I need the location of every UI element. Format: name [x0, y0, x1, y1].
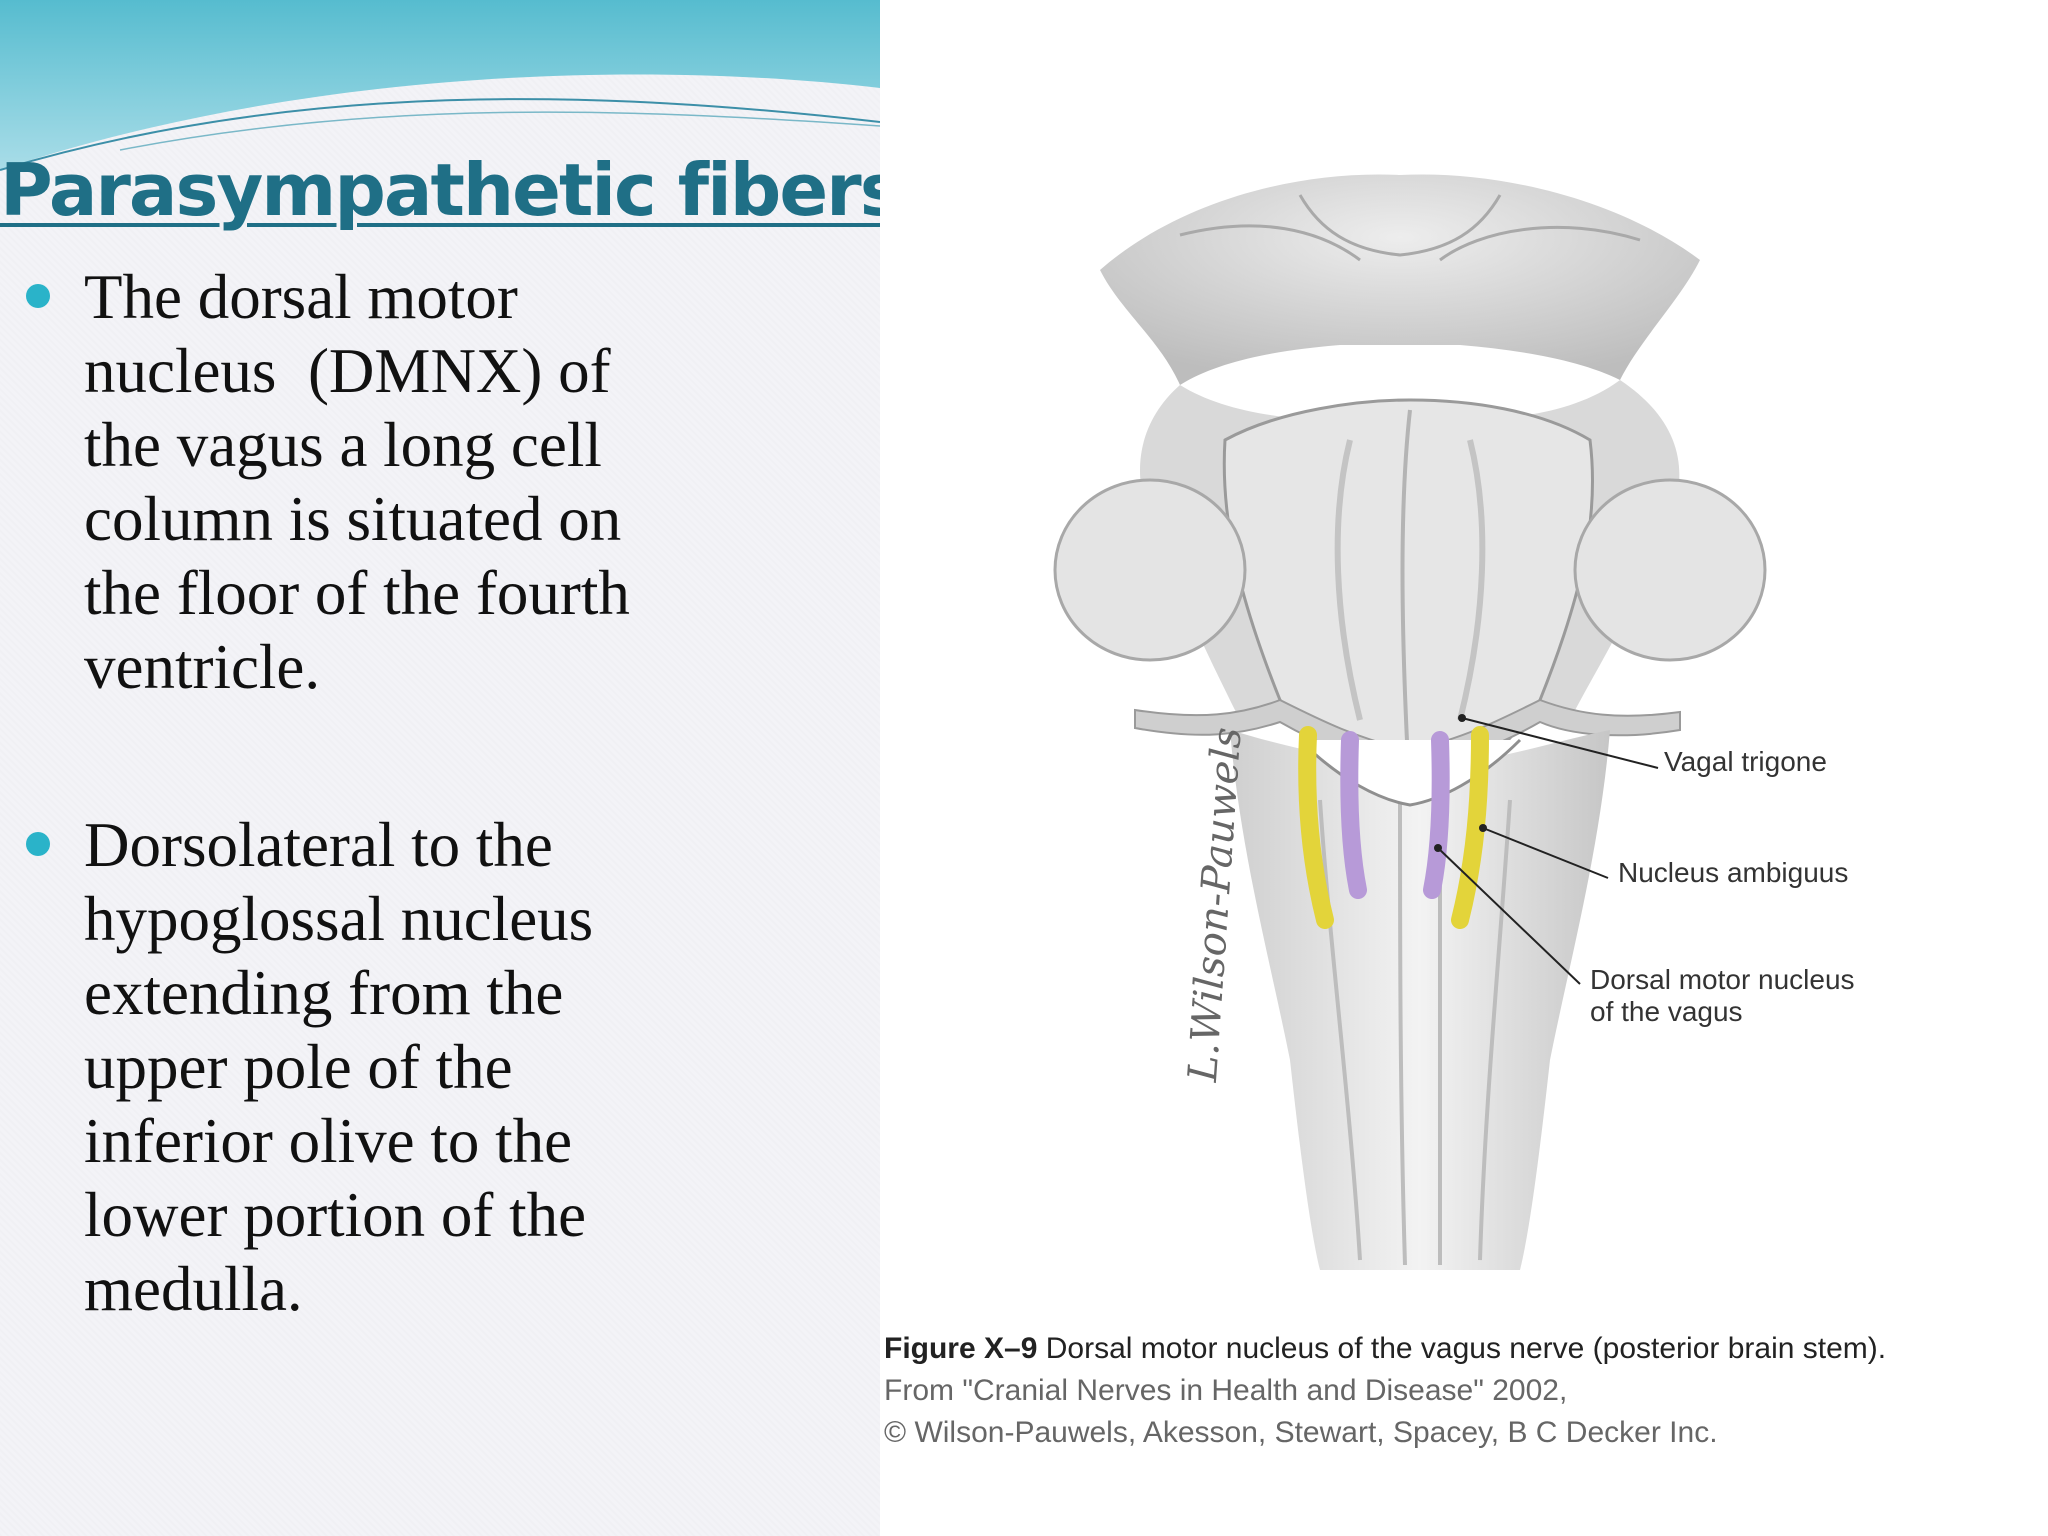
- medulla-region: [1230, 730, 1610, 1270]
- caption-figure-number: Figure X–9: [884, 1332, 1038, 1365]
- bullet-dorsolateral: Dorsolateral to the hypoglossal nucleus …: [26, 808, 864, 1326]
- bullet-dot-icon: [26, 832, 50, 856]
- bullet-line: The dorsal motor: [84, 262, 518, 332]
- midbrain-region: [1100, 174, 1700, 385]
- nucleus-ambiguus-right: [1451, 726, 1489, 929]
- caption-title-line: Figure X–9 Dorsal motor nucleus of the v…: [884, 1328, 1886, 1370]
- slide-title: Parasympathetic fibers: [0, 148, 903, 232]
- text-panel: Parasympathetic fibers The dorsal motor …: [0, 0, 903, 1536]
- label-nucleus-ambiguus: Nucleus ambiguus: [1618, 857, 1849, 888]
- bullet-line: extending from the: [84, 958, 564, 1028]
- left-peduncle-stump: [1053, 478, 1247, 662]
- nucleus-ambiguus-left: [1298, 726, 1334, 929]
- bullet-line: nucleus (DMNX) of: [84, 336, 611, 406]
- bullet-dot-icon: [26, 284, 50, 308]
- bullet-line: column is situated on: [84, 484, 622, 554]
- bullet-line: ventricle.: [84, 632, 321, 702]
- bullet-line: the vagus a long cell: [84, 410, 602, 480]
- right-peduncle-stump: [1573, 478, 1767, 662]
- bullet-line: medulla.: [84, 1254, 303, 1324]
- brainstem-illustration: [1053, 174, 1767, 1270]
- dorsal-motor-nucleus-right: [1423, 731, 1450, 899]
- bullet-dmnx: The dorsal motor nucleus (DMNX) of the v…: [26, 260, 864, 704]
- label-dorsal-motor-nucleus-line2: of the vagus: [1590, 996, 1743, 1027]
- bullet-line: Dorsolateral to the: [84, 810, 553, 880]
- bullet-line: the floor of the fourth: [84, 558, 630, 628]
- label-dorsal-motor-nucleus-line1: Dorsal motor nucleus: [1590, 964, 1855, 995]
- bullet-line: inferior olive to the: [84, 1106, 573, 1176]
- figure-caption: Figure X–9 Dorsal motor nucleus of the v…: [884, 1328, 1886, 1454]
- label-vagal-trigone: Vagal trigone: [1664, 746, 1827, 777]
- caption-source-line1: From "Cranial Nerves in Health and Disea…: [884, 1374, 1568, 1407]
- brainstem-figure: L.Wilson-Pauwels Vagal trigone Nucleus a…: [880, 0, 2048, 1536]
- caption-source-line2: © Wilson-Pauwels, Akesson, Stewart, Spac…: [884, 1416, 1718, 1449]
- bullet-line: hypoglossal nucleus: [84, 884, 594, 954]
- bullet-line: lower portion of the: [84, 1180, 587, 1250]
- caption-text: Dorsal motor nucleus of the vagus nerve …: [1037, 1332, 1887, 1365]
- dorsal-motor-nucleus-left: [1340, 731, 1367, 899]
- bullet-line: upper pole of the: [84, 1032, 513, 1102]
- header-wave-decoration: [0, 0, 880, 171]
